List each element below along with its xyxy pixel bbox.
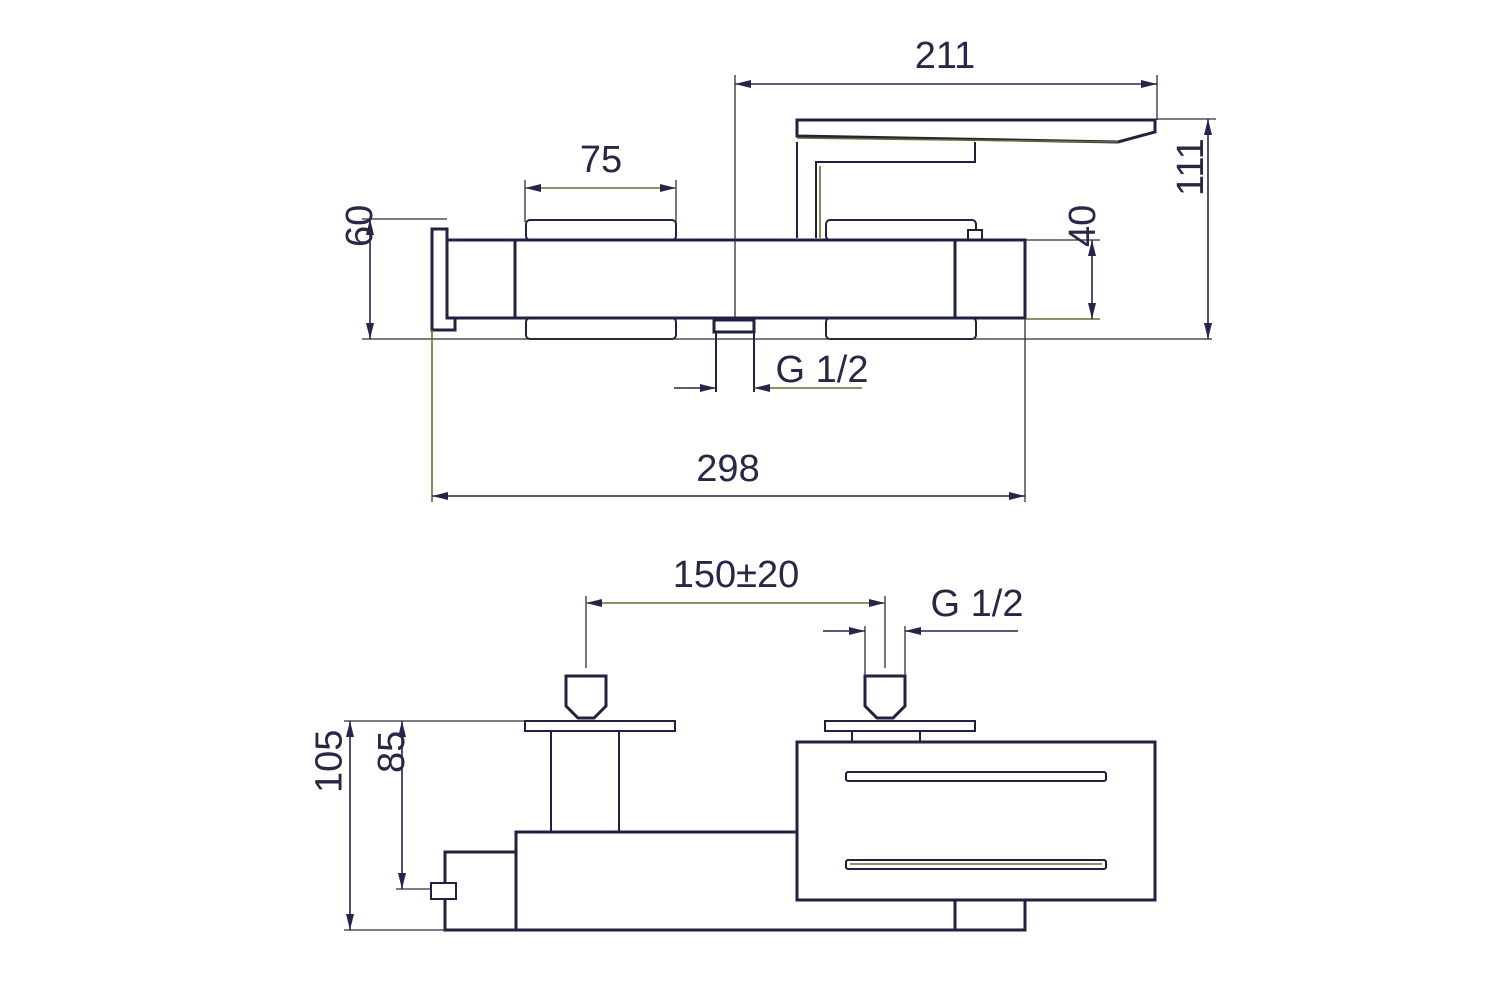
right-eccentric-connector bbox=[824, 674, 976, 742]
shower-head-plate bbox=[795, 118, 1157, 144]
left-knob-bottom bbox=[525, 317, 677, 340]
shower-head-box bbox=[795, 740, 1157, 902]
mixer-body-front bbox=[443, 830, 1027, 932]
side-knob bbox=[430, 882, 457, 900]
dimension-75: 75 bbox=[524, 139, 677, 222]
dimension-111: 111 bbox=[1157, 118, 1216, 339]
left-eccentric-connector bbox=[524, 674, 676, 832]
dimension-label-85: 85 bbox=[371, 731, 413, 773]
dimension-label-298: 298 bbox=[696, 448, 759, 490]
dimension-thread-front: G 1/2 bbox=[823, 583, 1023, 676]
right-knob-top bbox=[825, 219, 977, 241]
dimension-label-211: 211 bbox=[915, 35, 976, 77]
right-knob-bottom bbox=[825, 317, 977, 340]
dimension-label-75: 75 bbox=[580, 139, 622, 181]
dimension-label-105: 105 bbox=[308, 730, 350, 793]
dimension-label-thread-top: G 1/2 bbox=[776, 349, 869, 391]
dimension-150: 150±20 bbox=[585, 554, 886, 668]
front-view: 150±20 G 1/2 105 85 bbox=[308, 554, 1157, 932]
outlet-connector bbox=[712, 318, 756, 392]
mixer-body bbox=[430, 227, 1027, 332]
dimension-85: 85 bbox=[371, 721, 432, 890]
shower-arm bbox=[796, 142, 976, 238]
dimension-label-60: 60 bbox=[339, 205, 381, 247]
dimension-label-thread-front: G 1/2 bbox=[931, 583, 1024, 625]
dimension-298: 298 bbox=[431, 318, 1026, 502]
top-view: 211 75 60 40 bbox=[339, 35, 1216, 502]
dimension-label-40: 40 bbox=[1062, 205, 1104, 247]
dimension-label-150: 150±20 bbox=[673, 554, 800, 596]
dimension-thread-top: G 1/2 bbox=[674, 349, 868, 392]
dimension-40: 40 bbox=[1025, 205, 1104, 320]
dimension-211: 211 bbox=[734, 35, 1158, 318]
dimension-60: 60 bbox=[339, 205, 1212, 340]
dimension-label-111: 111 bbox=[1170, 138, 1212, 196]
dimension-105: 105 bbox=[308, 720, 526, 931]
left-knob-top bbox=[525, 219, 677, 241]
